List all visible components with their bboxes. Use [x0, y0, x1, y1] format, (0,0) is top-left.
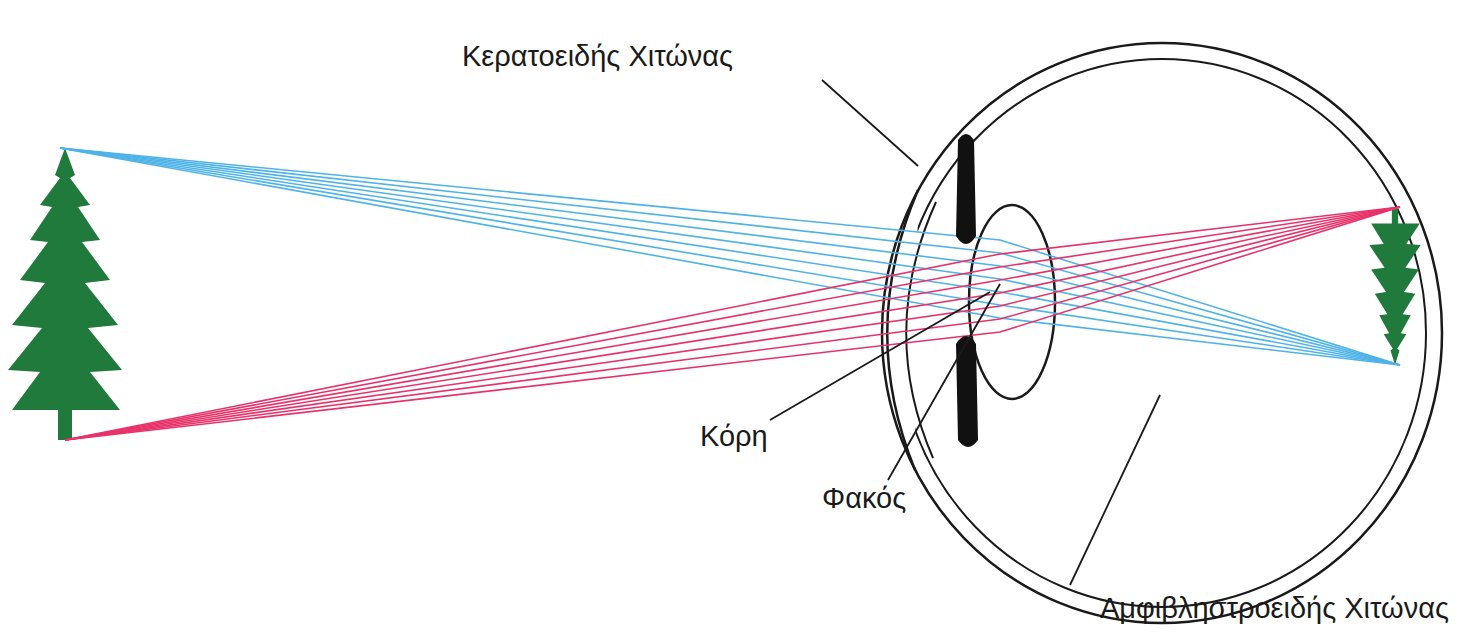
light-ray — [65, 207, 1400, 440]
light-ray — [65, 207, 1400, 440]
part-label: Κόρη — [700, 420, 768, 453]
iris — [956, 134, 976, 244]
light-ray — [65, 207, 1400, 440]
light-ray — [65, 207, 1400, 440]
leader-line — [822, 80, 918, 166]
leader-line — [770, 292, 990, 420]
iris — [956, 336, 978, 447]
part-label: Φακός — [822, 482, 906, 515]
eyeball-outer — [882, 43, 1442, 623]
part-label: Αμφιβληστροειδής Χιτώνας — [1100, 592, 1449, 625]
leader-line — [1070, 395, 1160, 585]
light-ray — [65, 207, 1400, 440]
object-tree — [8, 148, 122, 440]
light-rays — [60, 148, 1400, 440]
light-ray — [65, 207, 1400, 440]
part-label: Κερατοειδής Χιτώνας — [462, 40, 733, 73]
retina-image — [1369, 207, 1420, 365]
light-ray — [65, 207, 1400, 440]
leader-lines — [770, 80, 1160, 585]
leader-line — [888, 284, 1000, 480]
eyeball-inner — [898, 59, 1426, 607]
